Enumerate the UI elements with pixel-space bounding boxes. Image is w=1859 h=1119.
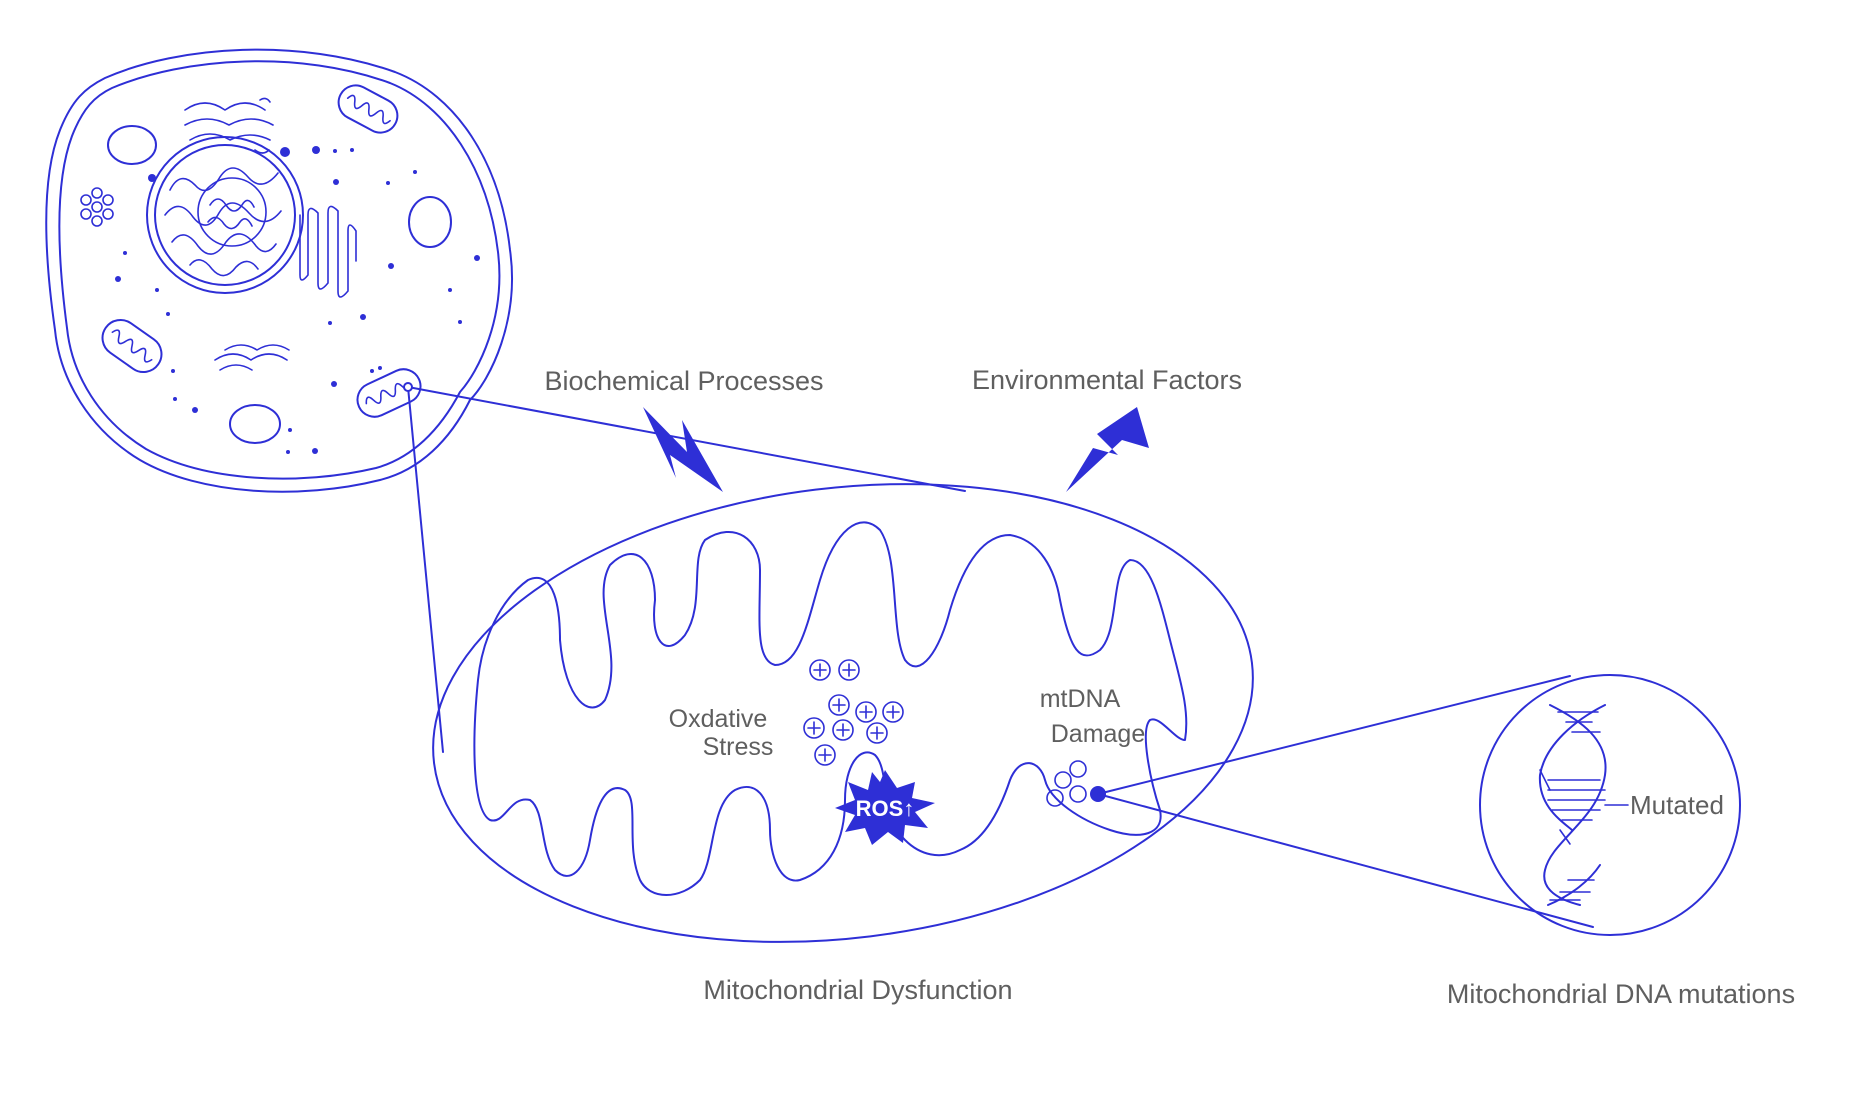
small-mitochondrion: [101, 318, 163, 374]
cell-inner-membrane: [58, 60, 501, 480]
vacuole: [229, 404, 281, 444]
ros-burst: ROS↑: [835, 770, 935, 845]
highlighted-mitochondrion: [356, 368, 422, 418]
dna-helix-icon: [1538, 704, 1629, 906]
ros-label: ROS↑: [856, 796, 915, 821]
large-mitochondrion: ROS↑ Oxdative Stress mtDNA Damage: [432, 483, 1254, 943]
mitochondrion-outer-membrane: [432, 483, 1254, 943]
nucleus: [146, 136, 304, 294]
cell: [45, 48, 513, 493]
oxidative-stress-label-2: Stress: [703, 733, 774, 761]
plus-circle-icon: [803, 659, 904, 766]
mtdna-damage-label-2: Damage: [1051, 720, 1146, 748]
mitochondrial-dysfunction-caption: Mitochondrial Dysfunction: [703, 975, 1012, 1005]
lightning-bolt-icon: [643, 407, 723, 492]
lysosome-cluster: [80, 187, 114, 227]
dna-zoom-connector: [1097, 675, 1594, 928]
mitochondrion-cristae: [473, 521, 1188, 896]
vacuole: [107, 125, 157, 165]
ribosome-dots: [115, 146, 480, 454]
mitochondrial-dna-mutations-caption: Mitochondrial DNA mutations: [1447, 979, 1795, 1009]
golgi-apparatus-small: [214, 344, 290, 371]
small-mitochondrion: [337, 84, 399, 134]
mtdna-damage-label-1: mtDNA: [1040, 685, 1121, 713]
environmental-factors-label: Environmental Factors: [972, 365, 1242, 395]
vacuole: [408, 196, 452, 248]
mutated-label: Mutated: [1630, 790, 1724, 820]
golgi-apparatus: [184, 97, 274, 154]
cell-outer-membrane: [45, 48, 513, 493]
zoom-connector: [403, 382, 966, 753]
lightning-bolt-icon: [1066, 407, 1149, 492]
dna-magnifier-circle: [1479, 674, 1741, 936]
oxidative-stress-label-1: Oxdative: [669, 705, 768, 733]
endoplasmic-reticulum: [299, 205, 357, 298]
biochemical-processes-label: Biochemical Processes: [544, 366, 823, 396]
